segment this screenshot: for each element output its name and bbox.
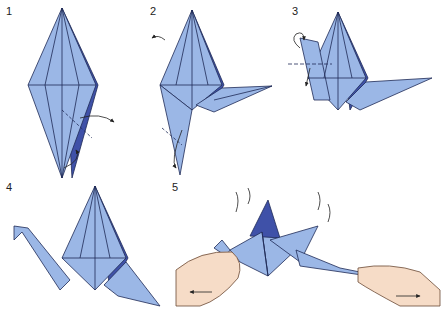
step-number: 4	[6, 182, 12, 193]
step-one-figure	[28, 8, 114, 178]
step-four-figure	[14, 186, 160, 306]
step-number: 5	[172, 182, 178, 193]
step-number: 1	[6, 6, 12, 17]
step-five-figure	[176, 188, 440, 306]
step-three-figure	[288, 12, 432, 110]
step-two-figure	[152, 10, 272, 175]
step-number: 2	[150, 6, 156, 17]
step-number: 3	[292, 6, 298, 17]
